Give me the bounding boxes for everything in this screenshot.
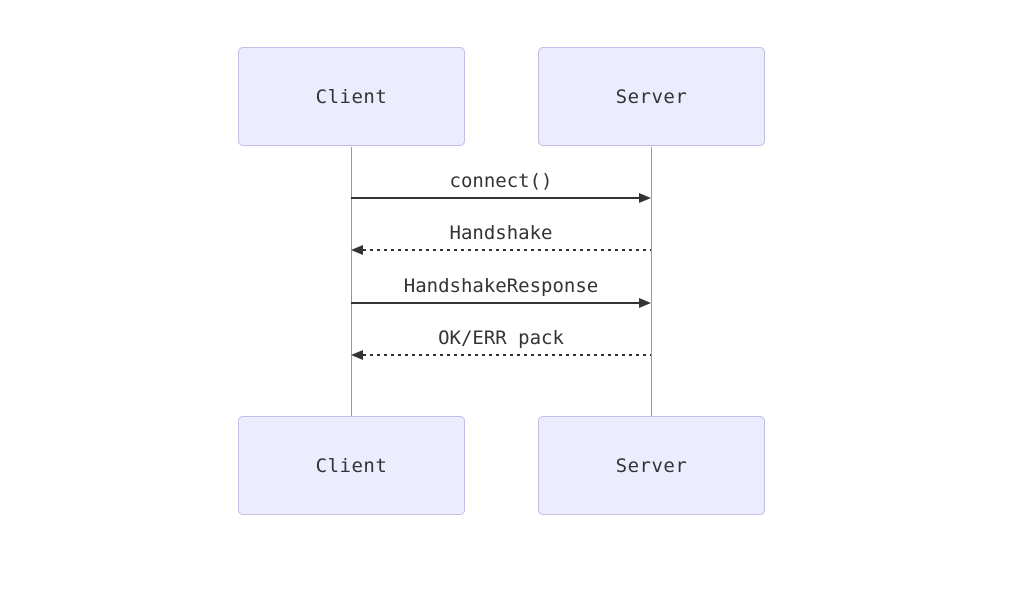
lifeline-server: [651, 147, 652, 416]
arrowhead-right-icon: [639, 298, 651, 308]
actor-box-server-top: Server: [538, 47, 765, 146]
actor-label-server: Server: [615, 85, 688, 108]
actor-label-client: Client: [315, 85, 388, 108]
lifeline-client: [351, 147, 352, 416]
arrowhead-left-icon: [351, 245, 363, 255]
message-line-dashed: [363, 354, 651, 356]
actor-box-client-top: Client: [238, 47, 465, 146]
message-label: HandshakeResponse: [403, 275, 599, 297]
arrowhead-left-icon: [351, 350, 363, 360]
actor-label-client: Client: [315, 454, 388, 477]
message-line-solid: [351, 197, 642, 199]
arrowhead-right-icon: [639, 193, 651, 203]
message-line-dashed: [363, 249, 651, 251]
message-label: OK/ERR pack: [438, 327, 564, 349]
actor-label-server: Server: [615, 454, 688, 477]
actor-box-client-bottom: Client: [238, 416, 465, 515]
actor-box-server-bottom: Server: [538, 416, 765, 515]
message-label: connect(): [449, 170, 553, 192]
message-line-solid: [351, 302, 642, 304]
message-label: Handshake: [449, 222, 553, 244]
